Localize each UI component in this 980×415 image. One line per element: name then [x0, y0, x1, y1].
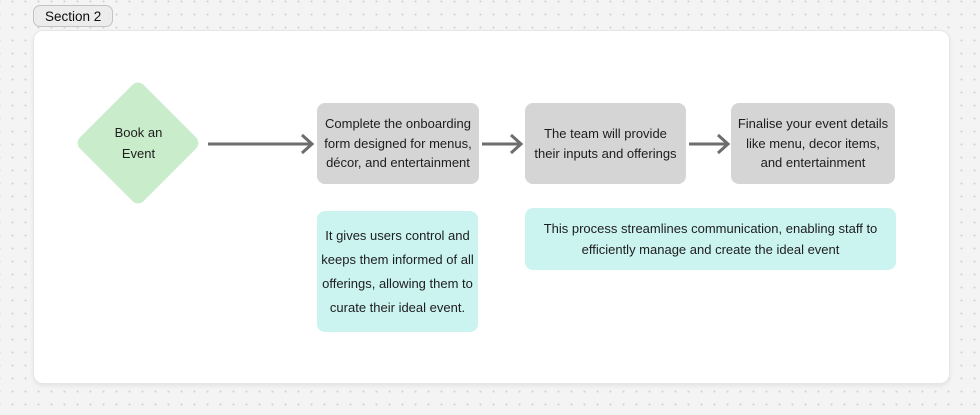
arrowhead-icon — [509, 133, 524, 155]
flow-step-3-label: Finalise your event details like menu, d… — [737, 116, 889, 171]
connector-arrow-1[interactable] — [206, 132, 320, 156]
note-card-1-label: It gives users control and keeps them in… — [321, 227, 474, 315]
section-frame[interactable] — [33, 30, 950, 384]
flow-step-3[interactable]: Finalise your event details like menu, d… — [731, 103, 895, 184]
flow-start-node[interactable]: Book an Event — [74, 79, 202, 207]
flow-step-2-label: The team will provide their inputs and o… — [534, 126, 677, 161]
note-card-2-label: This process streamlines communication, … — [543, 221, 878, 257]
arrowhead-icon — [716, 133, 731, 155]
note-card-2[interactable]: This process streamlines communication, … — [525, 208, 896, 270]
flow-step-1-label: Complete the onboarding form designed fo… — [324, 116, 472, 171]
connector-arrow-2[interactable] — [481, 132, 525, 156]
note-card-1[interactable]: It gives users control and keeps them in… — [317, 211, 478, 332]
connector-arrow-3[interactable] — [688, 132, 732, 156]
section-label-pill[interactable]: Section 2 — [33, 5, 114, 27]
arrowhead-icon — [300, 133, 315, 155]
flow-start-label: Book an Event — [114, 125, 163, 161]
flow-step-1[interactable]: Complete the onboarding form designed fo… — [317, 103, 479, 184]
flow-step-2[interactable]: The team will provide their inputs and o… — [525, 103, 686, 184]
